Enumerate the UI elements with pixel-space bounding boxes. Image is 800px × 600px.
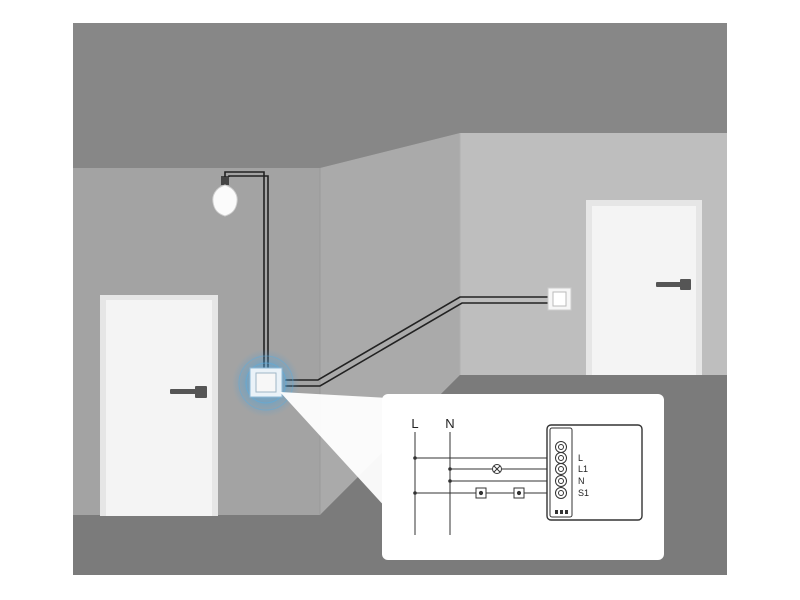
door-handle-icon bbox=[656, 279, 691, 290]
left-door bbox=[100, 295, 218, 516]
terminal-label-s1: S1 bbox=[578, 488, 589, 498]
zoom-callout-beam bbox=[280, 392, 388, 510]
relay-module-icon bbox=[232, 349, 300, 417]
bulb-wire bbox=[228, 175, 269, 368]
switch-symbol-icon bbox=[475, 487, 487, 499]
junction-dots bbox=[413, 456, 452, 495]
switch-symbol-icon bbox=[513, 487, 525, 499]
wiring-diagram-card: L N bbox=[382, 394, 664, 560]
wiring bbox=[224, 171, 548, 387]
switch-wire bbox=[285, 296, 548, 381]
right-door bbox=[586, 200, 702, 375]
bulb-wire bbox=[224, 171, 265, 368]
line-label-n: N bbox=[445, 416, 454, 431]
door-handle-icon bbox=[170, 386, 207, 398]
door-panel bbox=[106, 300, 212, 516]
module-diagram: L L1 N S1 bbox=[546, 424, 643, 521]
terminal-label-l1: L1 bbox=[578, 464, 588, 474]
diagram-wires bbox=[415, 457, 554, 494]
light-bulb-icon bbox=[212, 176, 238, 217]
line-label-l: L bbox=[411, 416, 418, 431]
terminal-screws bbox=[555, 441, 567, 499]
door-panel bbox=[592, 206, 696, 375]
wall-switch-icon bbox=[547, 287, 572, 311]
module-button-row bbox=[555, 510, 568, 514]
terminal-label-l: L bbox=[578, 453, 583, 463]
lamp-symbol-icon bbox=[492, 464, 502, 474]
terminal-label-n: N bbox=[578, 476, 585, 486]
switch-wire bbox=[285, 302, 548, 387]
